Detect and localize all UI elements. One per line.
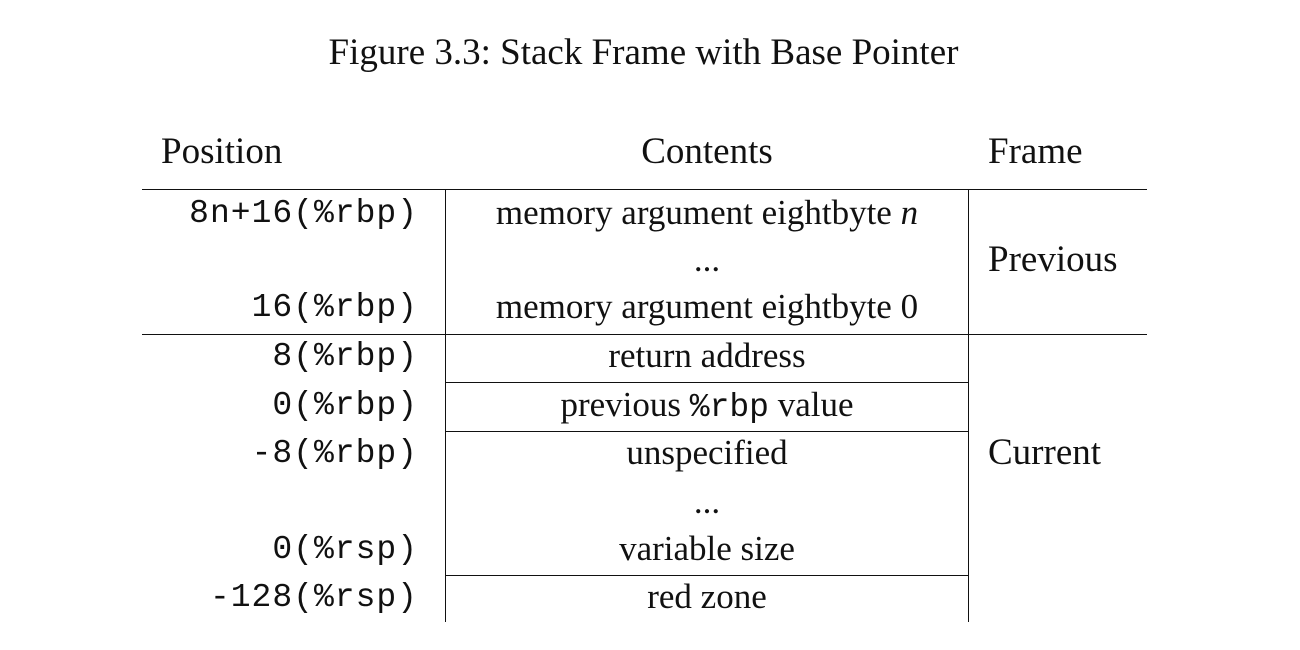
position-cell: 8n+16(%rbp) [189, 195, 418, 232]
contents-text: memory argument eightbyte [495, 193, 892, 232]
header-contents: Contents [641, 131, 773, 172]
position-cell: -128(%rsp) [209, 579, 418, 616]
contents-cell: memory argument eightbyte 0 [495, 287, 919, 326]
contents-ellipsis: ... [693, 482, 721, 521]
contents-cell: return address [608, 336, 806, 375]
frame-label-current: Current [988, 432, 1102, 473]
position-cell: 16(%rbp) [251, 289, 418, 326]
contents-ellipsis: ... [693, 240, 721, 279]
header-rule [142, 189, 1147, 190]
contents-cell: previous %rbp value [446, 383, 968, 430]
contents-cell: memory argument eightbyte n [446, 191, 968, 235]
cell-rule [446, 382, 969, 383]
frame-divider-rule [142, 334, 1147, 335]
position-cell: 0(%rbp) [272, 387, 418, 424]
contents-variable: n [900, 193, 919, 232]
frame-label-previous: Previous [988, 239, 1118, 280]
column-rule-left [445, 190, 446, 622]
contents-cell: red zone [647, 577, 767, 616]
header-frame: Frame [988, 131, 1083, 172]
contents-text: value [777, 385, 854, 424]
position-cell: 8(%rbp) [272, 338, 418, 375]
contents-text: previous [560, 385, 682, 424]
contents-cell: variable size [619, 529, 795, 568]
figure-caption: Figure 3.3: Stack Frame with Base Pointe… [328, 32, 959, 73]
cell-rule [446, 431, 969, 432]
column-rule-right [968, 190, 969, 622]
position-cell: -8(%rbp) [251, 435, 418, 472]
contents-cell: unspecified [626, 433, 788, 472]
header-position: Position [161, 131, 283, 172]
contents-register: %rbp [689, 389, 769, 426]
cell-rule [446, 575, 969, 576]
position-cell: 0(%rsp) [272, 531, 418, 568]
